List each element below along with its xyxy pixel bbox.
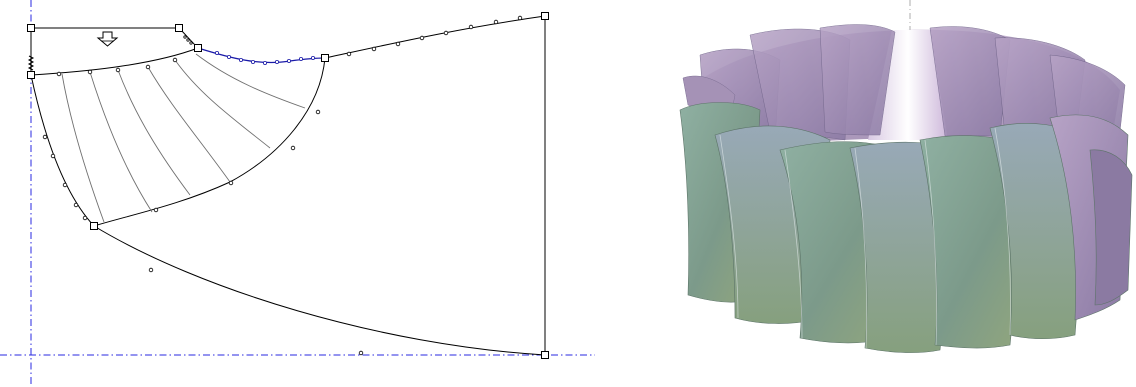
shroud-curve <box>197 47 326 64</box>
inlet-box <box>30 27 199 75</box>
trailing-edge <box>93 57 326 227</box>
meridional-section <box>0 0 595 387</box>
seal-mark <box>27 55 35 71</box>
draft-tube-curve <box>93 225 546 356</box>
leading-edge <box>30 47 199 76</box>
blade-edges <box>719 127 1011 349</box>
sample-points <box>42 15 523 356</box>
hub-curve <box>30 74 95 227</box>
control-points <box>27 12 549 359</box>
down-arrow-icon <box>96 31 119 47</box>
streamlines <box>61 53 306 223</box>
front-blades <box>679 102 1133 353</box>
outer-wall-curve <box>324 15 546 59</box>
runner-3d-render <box>679 0 1133 353</box>
